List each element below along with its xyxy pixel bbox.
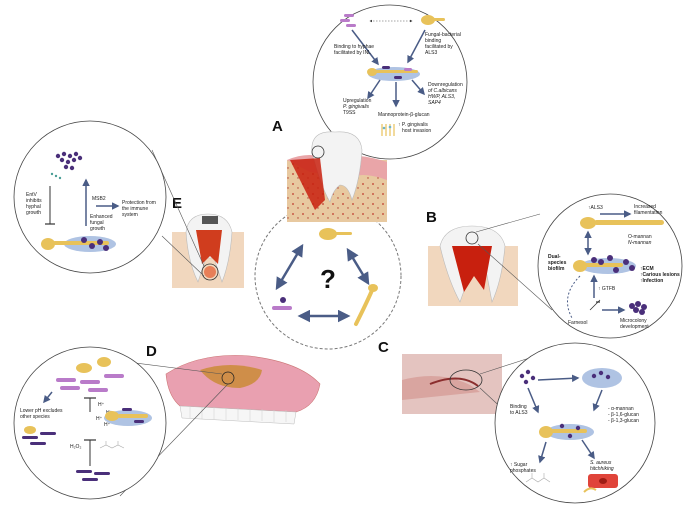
panel-c-sugar: ↑ Sugar phosphates bbox=[510, 462, 536, 474]
panel-c-cloud-cluster bbox=[582, 368, 622, 388]
panel-b-als3: ↑ALS3 bbox=[588, 205, 603, 211]
panel-c-skin-photo bbox=[402, 354, 502, 414]
panel-e-msb2: MSB2 bbox=[92, 196, 106, 202]
center-question: ? bbox=[320, 264, 336, 294]
panel-d: D Lower pH excludes other species bbox=[13, 343, 321, 500]
panel-e-enhanced: Enhanced fungal growth bbox=[90, 214, 114, 232]
panel-a-mannoprotein: Mannoprotein-β-glucan bbox=[378, 112, 430, 118]
svg-text:H⁺: H⁺ bbox=[104, 422, 111, 428]
panel-c-bacteria-cluster bbox=[519, 369, 536, 385]
panel-a-tooth bbox=[287, 131, 387, 222]
panel-d-lower-ph: Lower pH excludes other species bbox=[20, 408, 64, 420]
panel-a-arrow-up bbox=[367, 79, 381, 100]
svg-text:H⁺: H⁺ bbox=[96, 416, 103, 422]
panel-b-dual-species: Dual- species biofilm bbox=[548, 254, 568, 272]
panel-e-biofilm bbox=[41, 236, 116, 252]
panel-a-arrow-right bbox=[407, 29, 426, 64]
panel-c-arrow-top bbox=[537, 374, 580, 383]
panel-a-arrow-right-down bbox=[411, 79, 425, 96]
panel-a-zoom-circle bbox=[312, 4, 468, 160]
panel-c-label: C bbox=[378, 339, 389, 356]
panel-a-upregulation: Upregulation P. gingivalis T9SS bbox=[343, 98, 373, 116]
panel-b-filamentation: Increased filamentation bbox=[634, 204, 663, 216]
panel-e: E Ent bbox=[13, 120, 244, 288]
panel-d-fungi-top bbox=[56, 357, 124, 392]
panel-e-small-dots bbox=[50, 172, 62, 180]
center-arrow-right bbox=[346, 247, 370, 286]
panel-b-omannan: O-mannan bbox=[628, 234, 652, 240]
panel-b-outcomes: ↑ECM ↑Carious lesions ↑Infection bbox=[640, 266, 681, 284]
panel-a: A Binding to hyphae facilitated by INL F… bbox=[272, 4, 468, 222]
panel-a-fungus-cell bbox=[421, 15, 445, 25]
panel-b-gtfb: ↑ GTFB bbox=[598, 286, 616, 292]
center-hypha bbox=[354, 284, 378, 326]
panel-c-biofilm bbox=[539, 423, 594, 440]
center-circle: ? bbox=[254, 202, 402, 350]
panel-a-biofilm bbox=[367, 66, 420, 81]
panel-c-molecule-icon bbox=[525, 473, 551, 483]
panel-c: C Binding to ALS3 - α-mannan - β-1,6-glu… bbox=[378, 339, 656, 504]
panel-d-h2o2: H₂O₂ bbox=[70, 444, 81, 450]
panel-b-farnesol: Farnesol bbox=[568, 320, 587, 326]
panel-e-label: E bbox=[172, 195, 182, 212]
panel-a-label: A bbox=[272, 118, 283, 135]
panel-d-biofilm bbox=[104, 408, 152, 426]
panel-a-host-invasion: ↑ P. gingivalis host invasion bbox=[398, 122, 431, 134]
panel-b-tooth bbox=[428, 225, 518, 306]
panel-e-bacteria-cluster bbox=[55, 151, 83, 171]
panel-a-binding-hyphae: Binding to hyphae facilitated by INL bbox=[334, 44, 375, 56]
panel-d-bacteria-bottom bbox=[76, 470, 110, 481]
center-fungus-cell bbox=[319, 228, 352, 240]
panel-e-tooth bbox=[172, 213, 244, 288]
panel-b: B ↑ALS3 Increased filamentation O-mannan… bbox=[426, 193, 683, 339]
panel-a-fungal-bacterial: Fungal-bacterial binding facilitated by … bbox=[425, 32, 462, 56]
panel-b-microcolony-label: Microcolony development bbox=[620, 318, 649, 330]
panel-d-arrow-left bbox=[43, 391, 53, 404]
svg-text:H⁺: H⁺ bbox=[98, 402, 105, 408]
panel-a-downregulation: Downregulation of C.albicans HWP, ALS3, … bbox=[428, 82, 464, 106]
panel-d-denture bbox=[165, 355, 321, 425]
panel-d-label: D bbox=[146, 343, 157, 360]
panel-a-bacteria-group bbox=[340, 14, 356, 27]
panel-a-arrow-left bbox=[351, 29, 379, 66]
panel-d-molecule-icon bbox=[99, 441, 125, 449]
panel-e-entv: EntV inhibits hyphal growth bbox=[26, 192, 43, 216]
panel-c-aureus: S. aureus hitchhiking bbox=[590, 460, 614, 472]
panel-b-fungus-top bbox=[580, 217, 664, 229]
panel-e-protection: Protection from the immune system bbox=[122, 200, 157, 218]
panel-e-zoom-circle bbox=[13, 120, 167, 274]
panel-c-skin-cell bbox=[583, 474, 618, 493]
center-arrow-left bbox=[275, 243, 304, 291]
center-bacteria bbox=[272, 297, 292, 310]
panel-c-glucans: - α-mannan - β-1,6-glucan - β-1,3-glucan bbox=[608, 406, 640, 424]
panel-c-arrow-right bbox=[592, 389, 603, 412]
panel-c-arrow-sugar bbox=[538, 441, 547, 464]
panel-d-fungi-bottom bbox=[22, 426, 56, 445]
panel-b-biofilm bbox=[573, 255, 636, 274]
panel-a-host-cells bbox=[381, 124, 395, 136]
panel-d-zoom-circle bbox=[13, 346, 167, 500]
panel-b-nmannan: N-mannan bbox=[628, 240, 652, 246]
panel-b-label: B bbox=[426, 209, 437, 226]
panel-b-dashed-arrow bbox=[567, 275, 581, 319]
panel-c-binding: Binding to ALS3 bbox=[510, 404, 528, 416]
panel-b-microcolony bbox=[629, 301, 647, 315]
panel-c-arrow-aureus bbox=[581, 439, 595, 460]
panel-c-arrow-left bbox=[527, 387, 540, 414]
